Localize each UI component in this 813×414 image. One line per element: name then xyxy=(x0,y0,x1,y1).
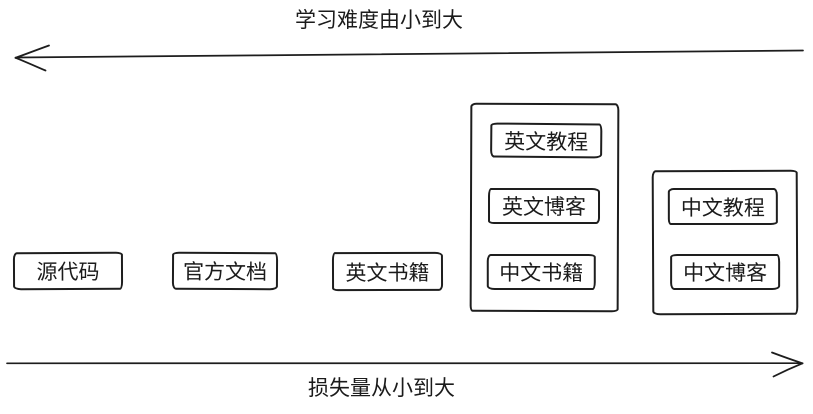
node-official-docs: 官方文档 xyxy=(171,251,279,291)
node-label: 官方文档 xyxy=(182,260,268,285)
group-box-1: 英文教程 英文博客 中文书籍 xyxy=(469,102,620,313)
node-chinese-tutorials: 中文教程 xyxy=(667,187,778,226)
node-english-tutorials: 英文教程 xyxy=(490,122,603,159)
difficulty-left-arrow xyxy=(14,44,804,72)
node-label: 中文博客 xyxy=(683,261,768,286)
node-source-code: 源代码 xyxy=(12,251,124,291)
loss-axis-label: 损失量从小到大 xyxy=(308,377,455,400)
group-box-2: 中文教程 中文博客 xyxy=(651,169,799,316)
node-label: 中文书籍 xyxy=(499,261,584,286)
node-label: 英文教程 xyxy=(504,130,589,154)
difficulty-axis-label: 学习难度由小到大 xyxy=(295,9,463,32)
node-english-blogs: 英文博客 xyxy=(488,187,601,224)
node-label: 源代码 xyxy=(36,260,100,285)
node-chinese-blogs: 中文博客 xyxy=(670,253,781,291)
node-label: 英文书籍 xyxy=(345,261,430,285)
node-label: 中文教程 xyxy=(680,196,765,220)
loss-right-arrow xyxy=(6,351,804,378)
node-english-books: 英文书籍 xyxy=(331,251,444,292)
node-chinese-books: 中文书籍 xyxy=(486,253,596,291)
node-label: 英文博客 xyxy=(502,195,587,219)
